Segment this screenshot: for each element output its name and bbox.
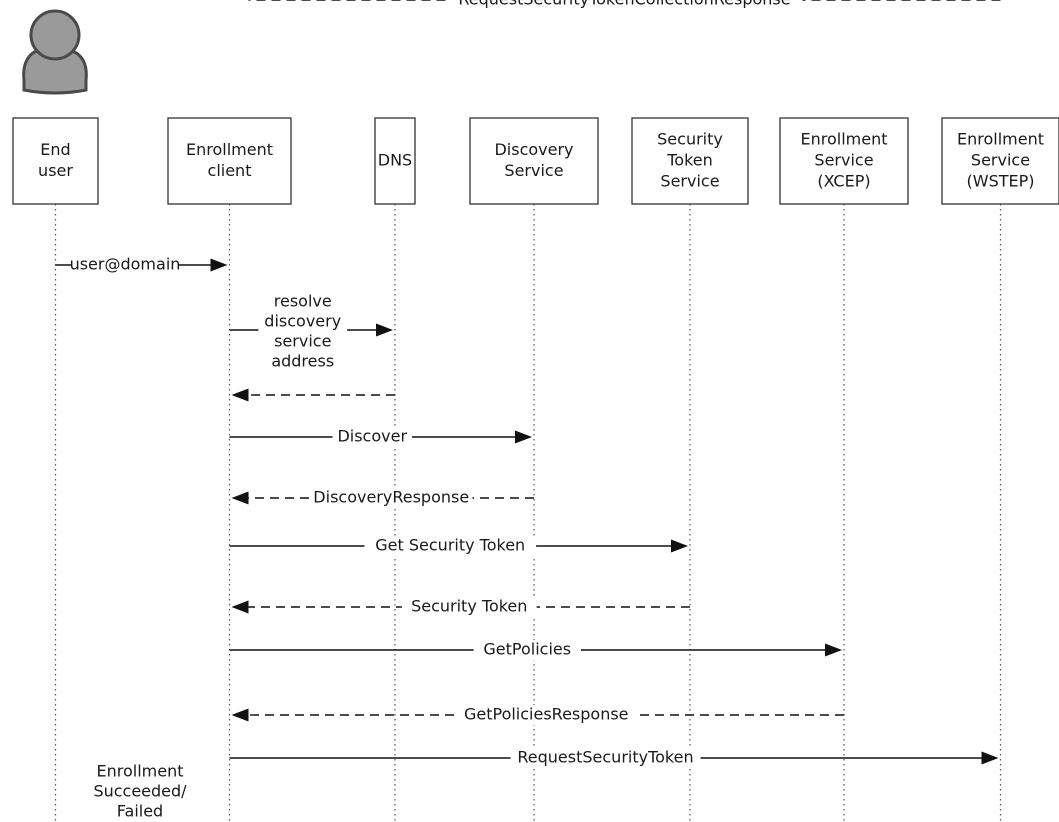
participant-label: Enrollment (957, 130, 1044, 149)
outcome-note-line: Succeeded/ (93, 782, 187, 801)
participant-label: Service (504, 161, 563, 180)
arrowhead-icon (231, 708, 249, 722)
outcome-note-line: Failed (117, 802, 163, 821)
message-label: Get Security Token (375, 536, 525, 555)
label-backdrop (364, 536, 537, 556)
participant-label: client (208, 161, 252, 180)
label-backdrop (267, 332, 338, 352)
user-silhouette-icon (22, 9, 88, 95)
label-backdrop (71, 255, 179, 275)
message-label: Discover (337, 427, 407, 446)
participant-label: Security (657, 130, 723, 149)
participant-label: End (40, 140, 70, 159)
participant-label: user (38, 161, 73, 180)
participant-label: Enrollment (801, 130, 888, 149)
label-backdrop (446, 0, 803, 20)
message-label: user@domain (70, 255, 181, 274)
label-backdrop (473, 640, 581, 660)
label-backdrop (310, 488, 473, 508)
label-backdrop (267, 352, 338, 372)
message-label: Security Token (411, 597, 527, 616)
arrowhead-icon (231, 491, 249, 505)
message-7: GetPolicies (229, 640, 842, 660)
arrowhead-icon (210, 258, 228, 272)
message-10: RequestSecurityTokenCollectionResponse (248, 0, 1001, 20)
participant-enrollment-client: Enrollment client (167, 117, 292, 205)
arrowhead-icon (231, 388, 249, 402)
message-label: GetPoliciesResponse (464, 705, 629, 724)
message-5: Get Security Token (229, 536, 688, 556)
message-3: Discover (229, 427, 532, 447)
participant-end-user: End user (12, 117, 99, 205)
message-8: GetPoliciesResponse (231, 705, 844, 725)
arrowhead-icon (231, 600, 249, 614)
label-backdrop (455, 705, 637, 725)
participant-label: Enrollment (186, 140, 273, 159)
message-2 (231, 388, 395, 402)
arrowhead-icon (671, 539, 688, 553)
participant-label: (XCEP) (817, 172, 870, 191)
message-9: RequestSecurityToken (229, 748, 999, 768)
participant-label: (WSTEP) (967, 172, 1035, 191)
message-label: address (271, 352, 334, 371)
arrowhead-icon (981, 751, 999, 765)
participant-label: Service (971, 151, 1030, 170)
participant-dns: DNS (374, 117, 416, 205)
participant-label: Service (660, 172, 719, 191)
message-label: RequestSecurityTokenCollectionResponse (458, 0, 790, 9)
arrowhead-icon (825, 643, 842, 657)
label-backdrop (401, 597, 537, 617)
message-label: service (274, 332, 331, 351)
outcome-note-line: Enrollment (97, 762, 184, 781)
message-label: RequestSecurityToken (517, 748, 693, 767)
participant-label: Discovery (494, 140, 573, 159)
participant-label: DNS (378, 151, 412, 170)
message-6: Security Token (231, 597, 690, 617)
arrowhead-icon (376, 323, 393, 337)
message-4: DiscoveryResponse (231, 488, 534, 508)
message-label: GetPolicies (483, 640, 571, 659)
label-backdrop (332, 427, 413, 447)
label-backdrop (510, 748, 701, 768)
message-0: user@domain (55, 255, 228, 275)
label-backdrop (267, 292, 338, 312)
label-backdrop (258, 312, 348, 332)
message-label: DiscoveryResponse (313, 488, 469, 507)
message-label: discovery (264, 312, 341, 331)
message-label: resolve (274, 292, 332, 311)
arrowhead-icon (515, 430, 532, 444)
participant-label: Token (666, 151, 713, 170)
participant-label: Service (814, 151, 873, 170)
